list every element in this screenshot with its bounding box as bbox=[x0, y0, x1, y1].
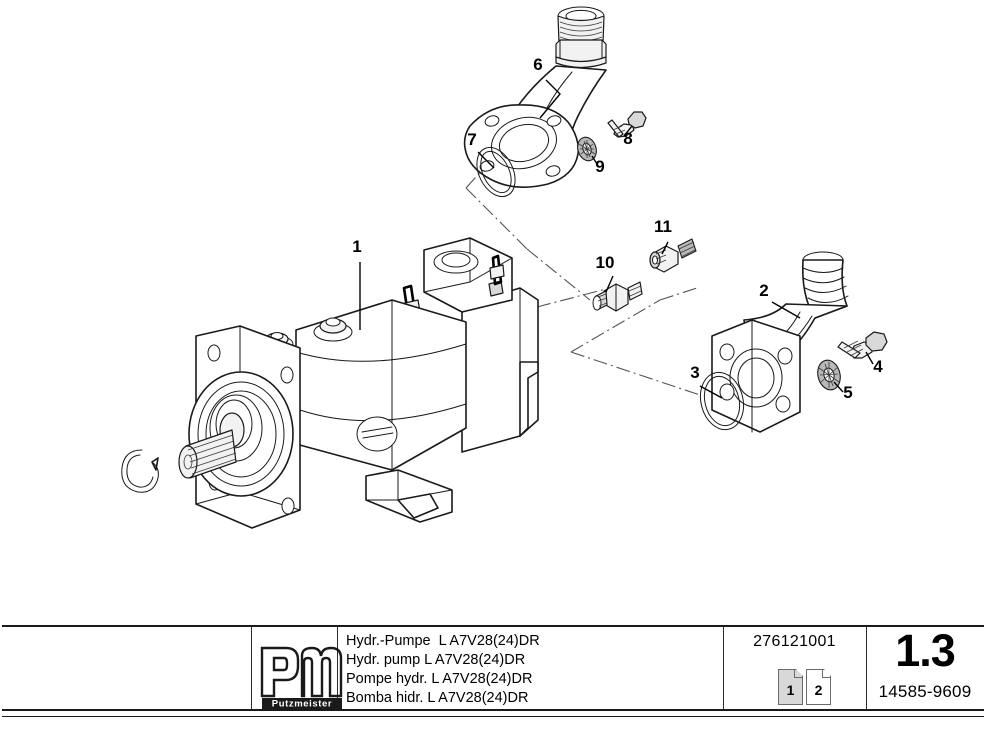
housing-plug-b bbox=[313, 317, 353, 342]
part-11-adapter-fitting bbox=[649, 238, 697, 273]
pump-barrel-housing bbox=[260, 299, 467, 471]
sheet-number: 1.3 bbox=[895, 625, 956, 676]
square-flange-plate bbox=[711, 319, 801, 433]
retaining-snap-ring bbox=[121, 449, 159, 493]
assembly-centerlines bbox=[465, 136, 701, 396]
page-chip-2[interactable]: 2 bbox=[806, 669, 831, 705]
callout-5[interactable]: 5 bbox=[843, 383, 852, 402]
page-fold-icon bbox=[822, 669, 831, 678]
pump-mounting-foot bbox=[365, 469, 453, 523]
drive-hub-bearing bbox=[188, 371, 294, 497]
part-7-o-ring bbox=[476, 146, 516, 198]
callout-8[interactable]: 8 bbox=[623, 129, 632, 148]
description-line-en: Hydr. pump L A7V28(24)DR bbox=[346, 652, 526, 668]
logo-wordmark: Putzmeister bbox=[272, 699, 332, 710]
putzmeister-logo: Putzmeister bbox=[258, 634, 346, 710]
part-10-screw-fitting bbox=[592, 281, 643, 312]
page-fold-icon bbox=[794, 669, 803, 678]
callout-11[interactable]: 11 bbox=[654, 217, 672, 236]
callout-labels: 1 2 3 4 5 6 7 8 9 10 11 bbox=[352, 55, 883, 402]
page-chip-2-label: 2 bbox=[814, 682, 823, 698]
control-port-fitting bbox=[488, 254, 505, 297]
splined-drive-shaft bbox=[178, 429, 237, 479]
threaded-nipple bbox=[555, 6, 607, 69]
callout-9[interactable]: 9 bbox=[595, 157, 604, 176]
callout-6[interactable]: 6 bbox=[533, 55, 542, 74]
title-block-bottom-rule-1 bbox=[2, 709, 984, 711]
rear-control-block bbox=[400, 237, 539, 453]
description-line-fr: Pompe hydr. L A7V28(24)DR bbox=[346, 671, 533, 687]
description-line-de: Hydr.-Pumpe L A7V28(24)DR bbox=[346, 633, 540, 649]
title-block-top-rule bbox=[2, 625, 984, 627]
part-number: 276121001 bbox=[753, 633, 836, 650]
description-line-es: Bomba hidr. L A7V28(24)DR bbox=[346, 690, 529, 706]
ribbed-hose-barb bbox=[801, 251, 849, 319]
exploded-assembly-drawing: .ln { fill:none; stroke:#1a1a1a; stroke-… bbox=[121, 6, 888, 529]
page-chip-1[interactable]: 1 bbox=[778, 669, 803, 705]
part-2-elbow-flange-assembly bbox=[711, 251, 849, 433]
title-block-bottom-rule-2 bbox=[2, 716, 984, 717]
part-9-lock-washer bbox=[577, 136, 597, 162]
callout-2[interactable]: 2 bbox=[759, 281, 768, 300]
callout-4[interactable]: 4 bbox=[873, 357, 883, 376]
title-block: Putzmeister Hydr.-Pumpe L A7V28(24)DR Hy… bbox=[0, 612, 986, 730]
callout-10[interactable]: 10 bbox=[596, 253, 615, 272]
divider-logo bbox=[251, 627, 252, 709]
part-1-hydraulic-pump-body bbox=[121, 237, 539, 529]
page-chip-1-label: 1 bbox=[786, 682, 795, 698]
callout-1[interactable]: 1 bbox=[352, 237, 361, 256]
callout-7[interactable]: 7 bbox=[467, 130, 476, 149]
callout-3[interactable]: 3 bbox=[690, 363, 699, 382]
description-block: Hydr.-Pumpe L A7V28(24)DR Hydr. pump L A… bbox=[346, 632, 718, 708]
part-8-hex-bolt bbox=[607, 111, 647, 138]
divider-sheet bbox=[866, 627, 867, 709]
drawing-number: 14585-9609 bbox=[878, 682, 972, 701]
divider-description bbox=[337, 627, 338, 709]
divider-part-number bbox=[723, 627, 724, 709]
page-selector: 1 2 bbox=[778, 669, 842, 709]
part-3-o-ring bbox=[699, 371, 745, 431]
callout-leaders bbox=[359, 79, 874, 399]
